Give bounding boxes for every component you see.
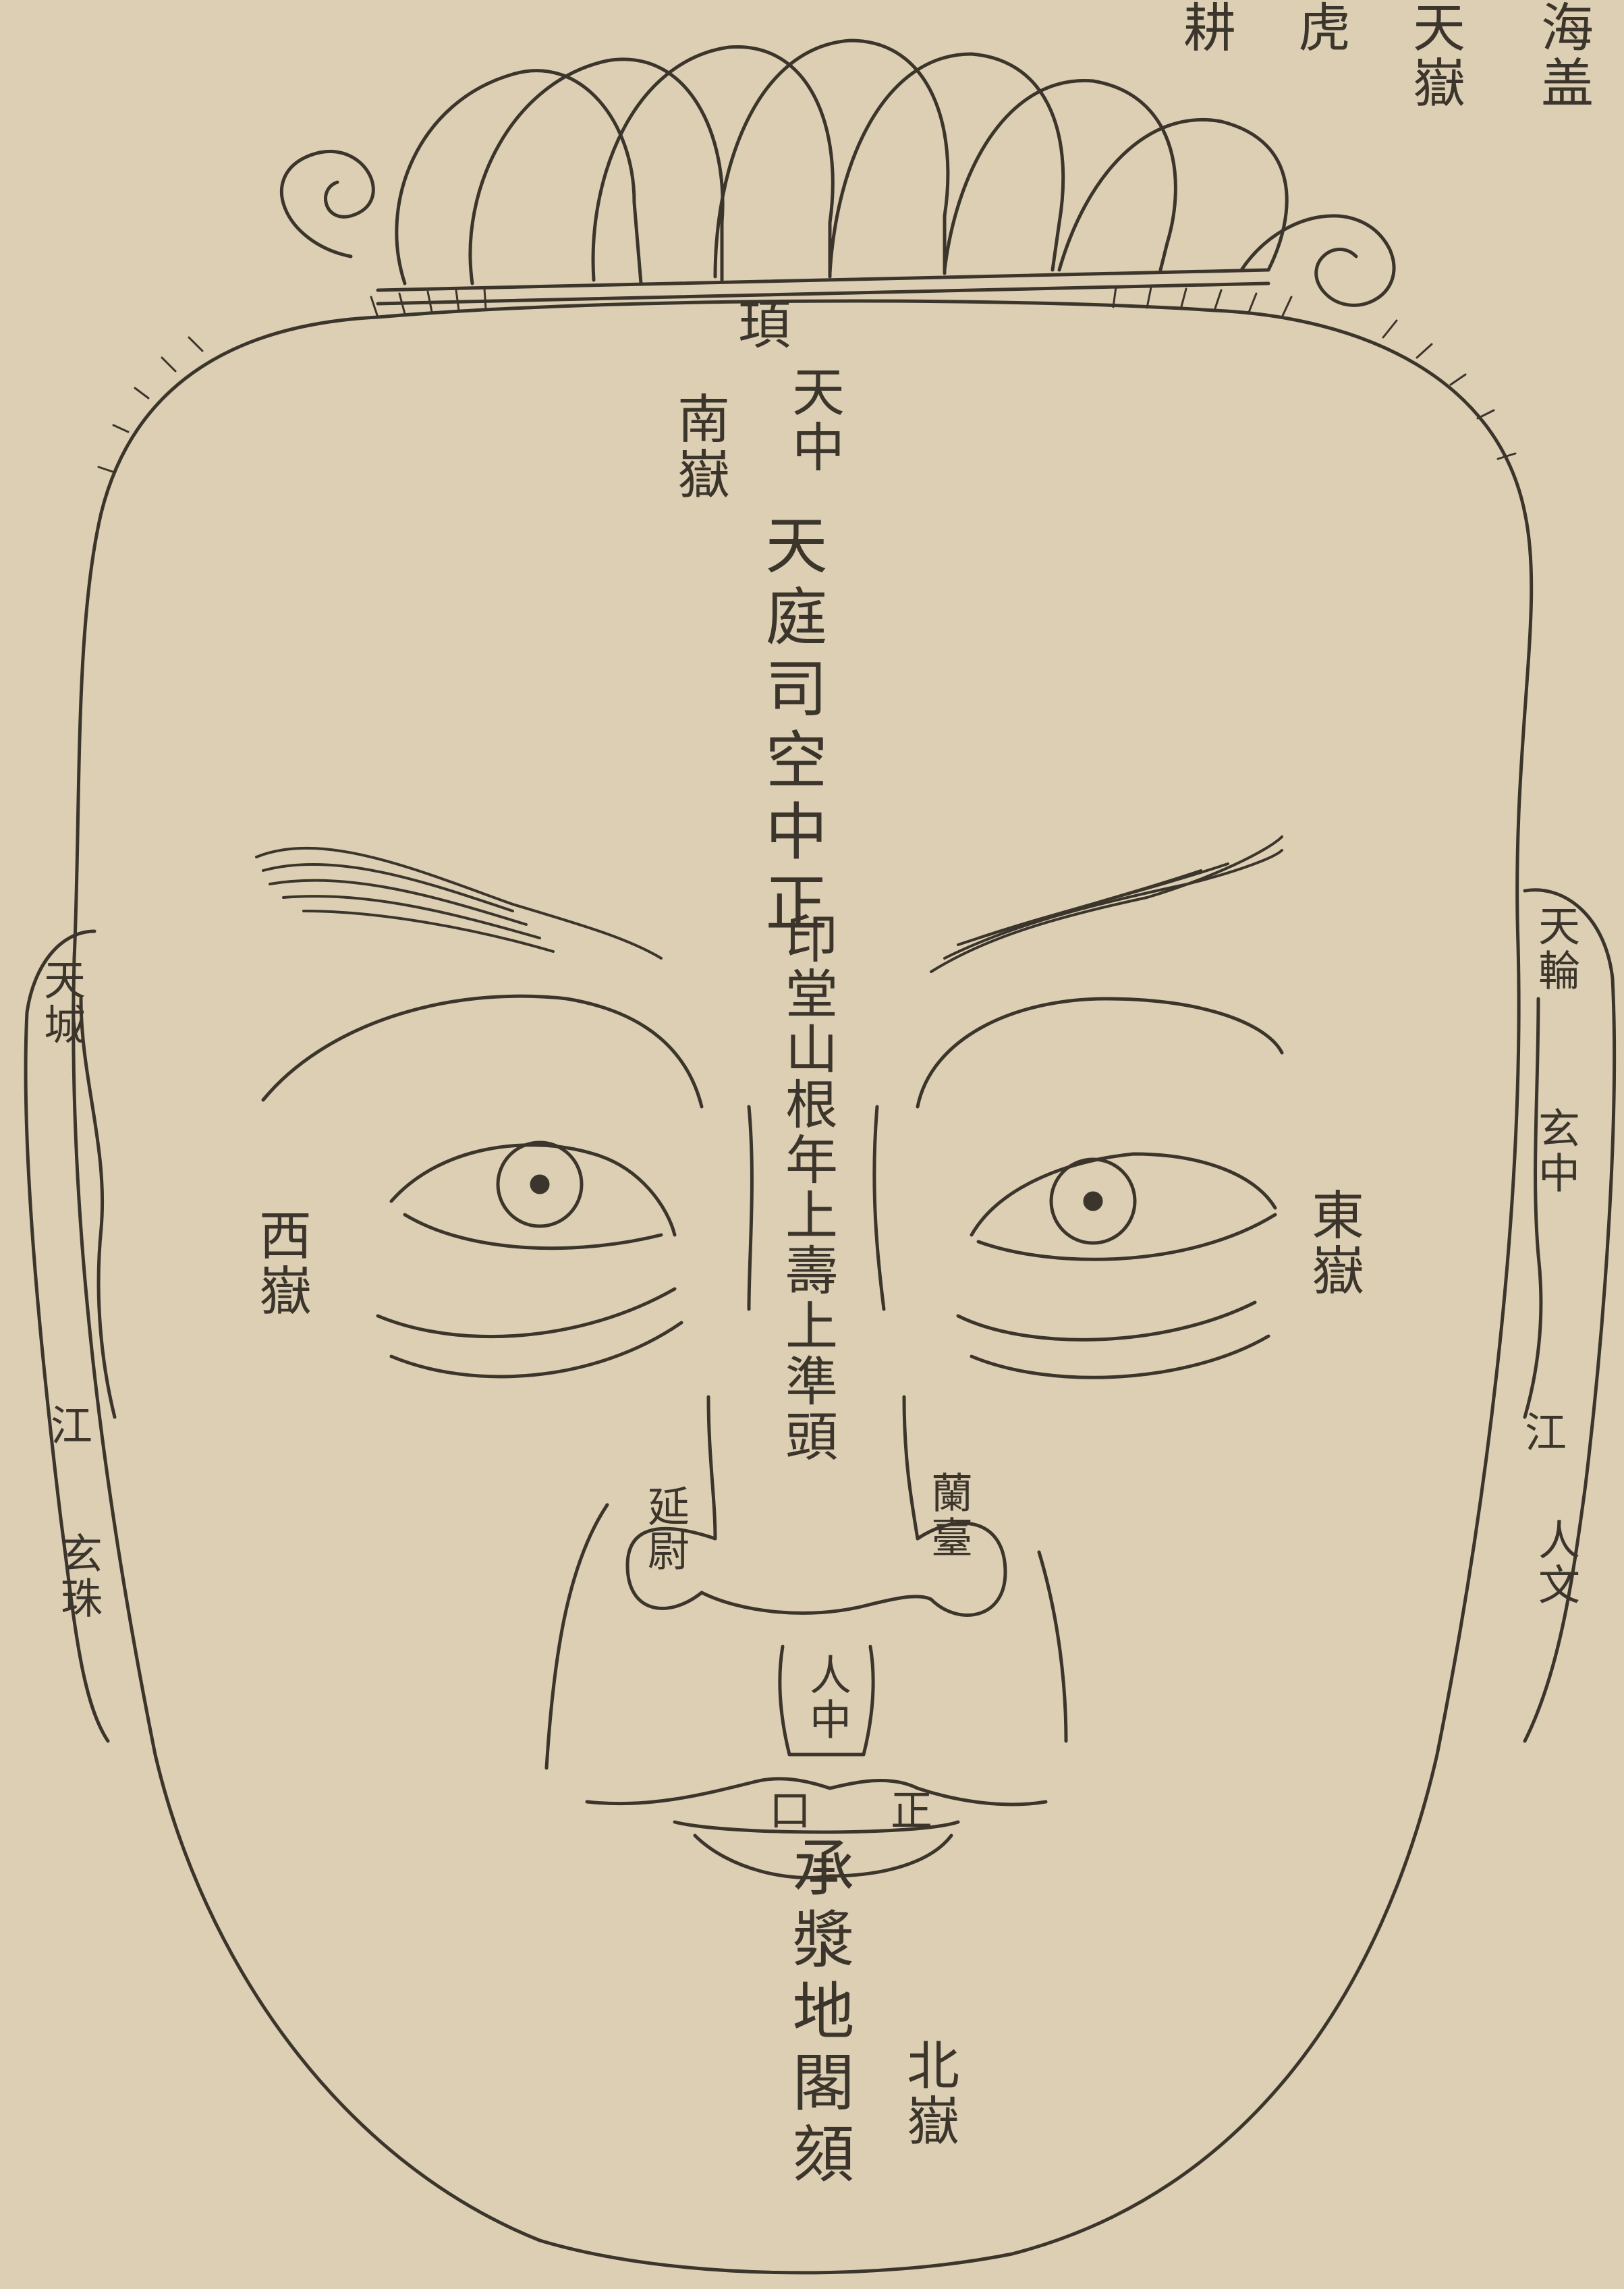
right-eye-socket: [918, 999, 1282, 1107]
label-east-peak: 東嶽: [1302, 1188, 1364, 1298]
label-chin-column: 承漿地閣頦: [783, 1836, 853, 2193]
label-top-right-1: 海盖: [1532, 0, 1594, 111]
right-ear: [1525, 890, 1615, 1741]
label-left-ear-low: 玄珠: [54, 1532, 101, 1621]
left-cheek-fold: [547, 1505, 607, 1768]
right-cheek-fold: [1039, 1552, 1066, 1741]
label-central-column-2: 印堂山根年上壽上準頭: [776, 911, 838, 1464]
right-eye: [958, 1154, 1275, 1377]
label-top-right-2: 天嶽: [1403, 0, 1465, 111]
label-left-ear-mid: 江: [44, 1404, 91, 1448]
label-top-right-3: 虎: [1289, 0, 1351, 55]
left-eye: [378, 1142, 681, 1377]
label-top-right-4: 耕: [1174, 0, 1236, 55]
label-mouth-left: 口: [762, 1788, 810, 1833]
label-right-ear-mid2: 江: [1518, 1410, 1565, 1455]
label-right-ear-top: 天輪: [1532, 904, 1579, 993]
label-left-ear-top: 天城: [37, 958, 84, 1047]
label-mouth-right: 正: [884, 1788, 931, 1833]
label-south-peak: 南嶽: [668, 391, 730, 502]
label-forehead-top: 頊: [729, 297, 791, 352]
label-left-nostril: 延尉: [641, 1485, 688, 1574]
right-eyebrow: [931, 837, 1282, 972]
label-west-peak: 西嶽: [250, 1208, 312, 1319]
label-north-peak: 北嶽: [897, 2038, 959, 2149]
label-right-ear-mid: 玄中: [1532, 1107, 1579, 1196]
label-tianzhong: 天中: [783, 364, 845, 475]
label-right-nostril: 蘭臺: [924, 1471, 972, 1560]
left-eyebrow: [256, 848, 661, 958]
left-eye-socket: [263, 996, 702, 1107]
label-central-column-1: 天庭司空中正: [756, 513, 826, 942]
label-right-ear-low: 人文: [1532, 1518, 1579, 1607]
hair-crest: [281, 40, 1394, 305]
label-philtrum: 人中: [803, 1653, 850, 1742]
